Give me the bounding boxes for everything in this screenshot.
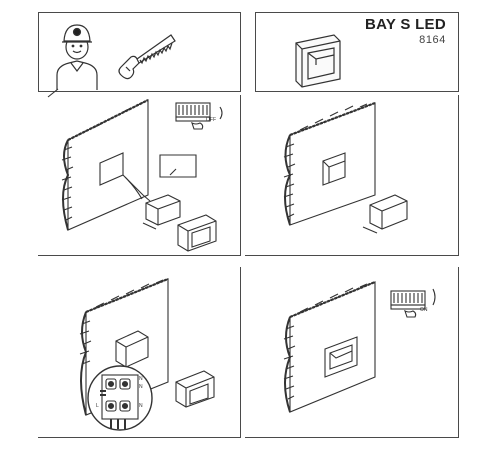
wall-box-icon	[369, 194, 408, 230]
fuse-box-icon	[390, 290, 426, 310]
fixture-icon	[177, 214, 217, 252]
terminal-label-l: L	[96, 403, 99, 409]
terminal-label-n2: N	[139, 384, 143, 390]
terminal-label-n1: N	[139, 376, 143, 382]
hand-icon	[191, 121, 204, 130]
brick-wall-icon	[283, 101, 376, 226]
step-1-panel: OFF	[38, 88, 241, 256]
cover-plate	[159, 154, 197, 178]
fuse-box-icon	[175, 102, 211, 122]
installer-icon	[56, 24, 98, 90]
step-3-illustration	[79, 277, 215, 431]
step-2-illustration	[283, 101, 408, 234]
product-illustration	[295, 34, 341, 88]
step-2-panel	[245, 95, 459, 256]
product-fixture-icon	[295, 34, 341, 88]
hand-icon	[404, 309, 417, 318]
terminal-block-detail	[87, 365, 153, 431]
brick-wall-icon	[61, 99, 149, 231]
wall-box-icon	[115, 330, 149, 368]
saw-icon	[118, 34, 176, 80]
step-4-panel: ON	[245, 267, 459, 438]
installer-illustration	[56, 24, 176, 90]
step-1-illustration	[47, 88, 223, 252]
step-3-panel: N N L N	[38, 267, 241, 438]
tools-panel	[38, 12, 241, 92]
terminal-label-n3: N	[139, 403, 143, 409]
fixture-icon	[175, 370, 215, 408]
product-name: BAY S LED	[364, 16, 446, 33]
wall-cutout	[322, 152, 346, 186]
installed-fixture-icon	[324, 336, 358, 378]
switch-on-label: ON	[420, 307, 428, 313]
wall-box-icon	[145, 194, 181, 226]
product-code: 8164	[419, 34, 446, 46]
switch-off-label: OFF	[206, 117, 216, 123]
product-panel: BAY S LED 8164	[255, 12, 459, 92]
step-4-illustration	[283, 280, 436, 413]
